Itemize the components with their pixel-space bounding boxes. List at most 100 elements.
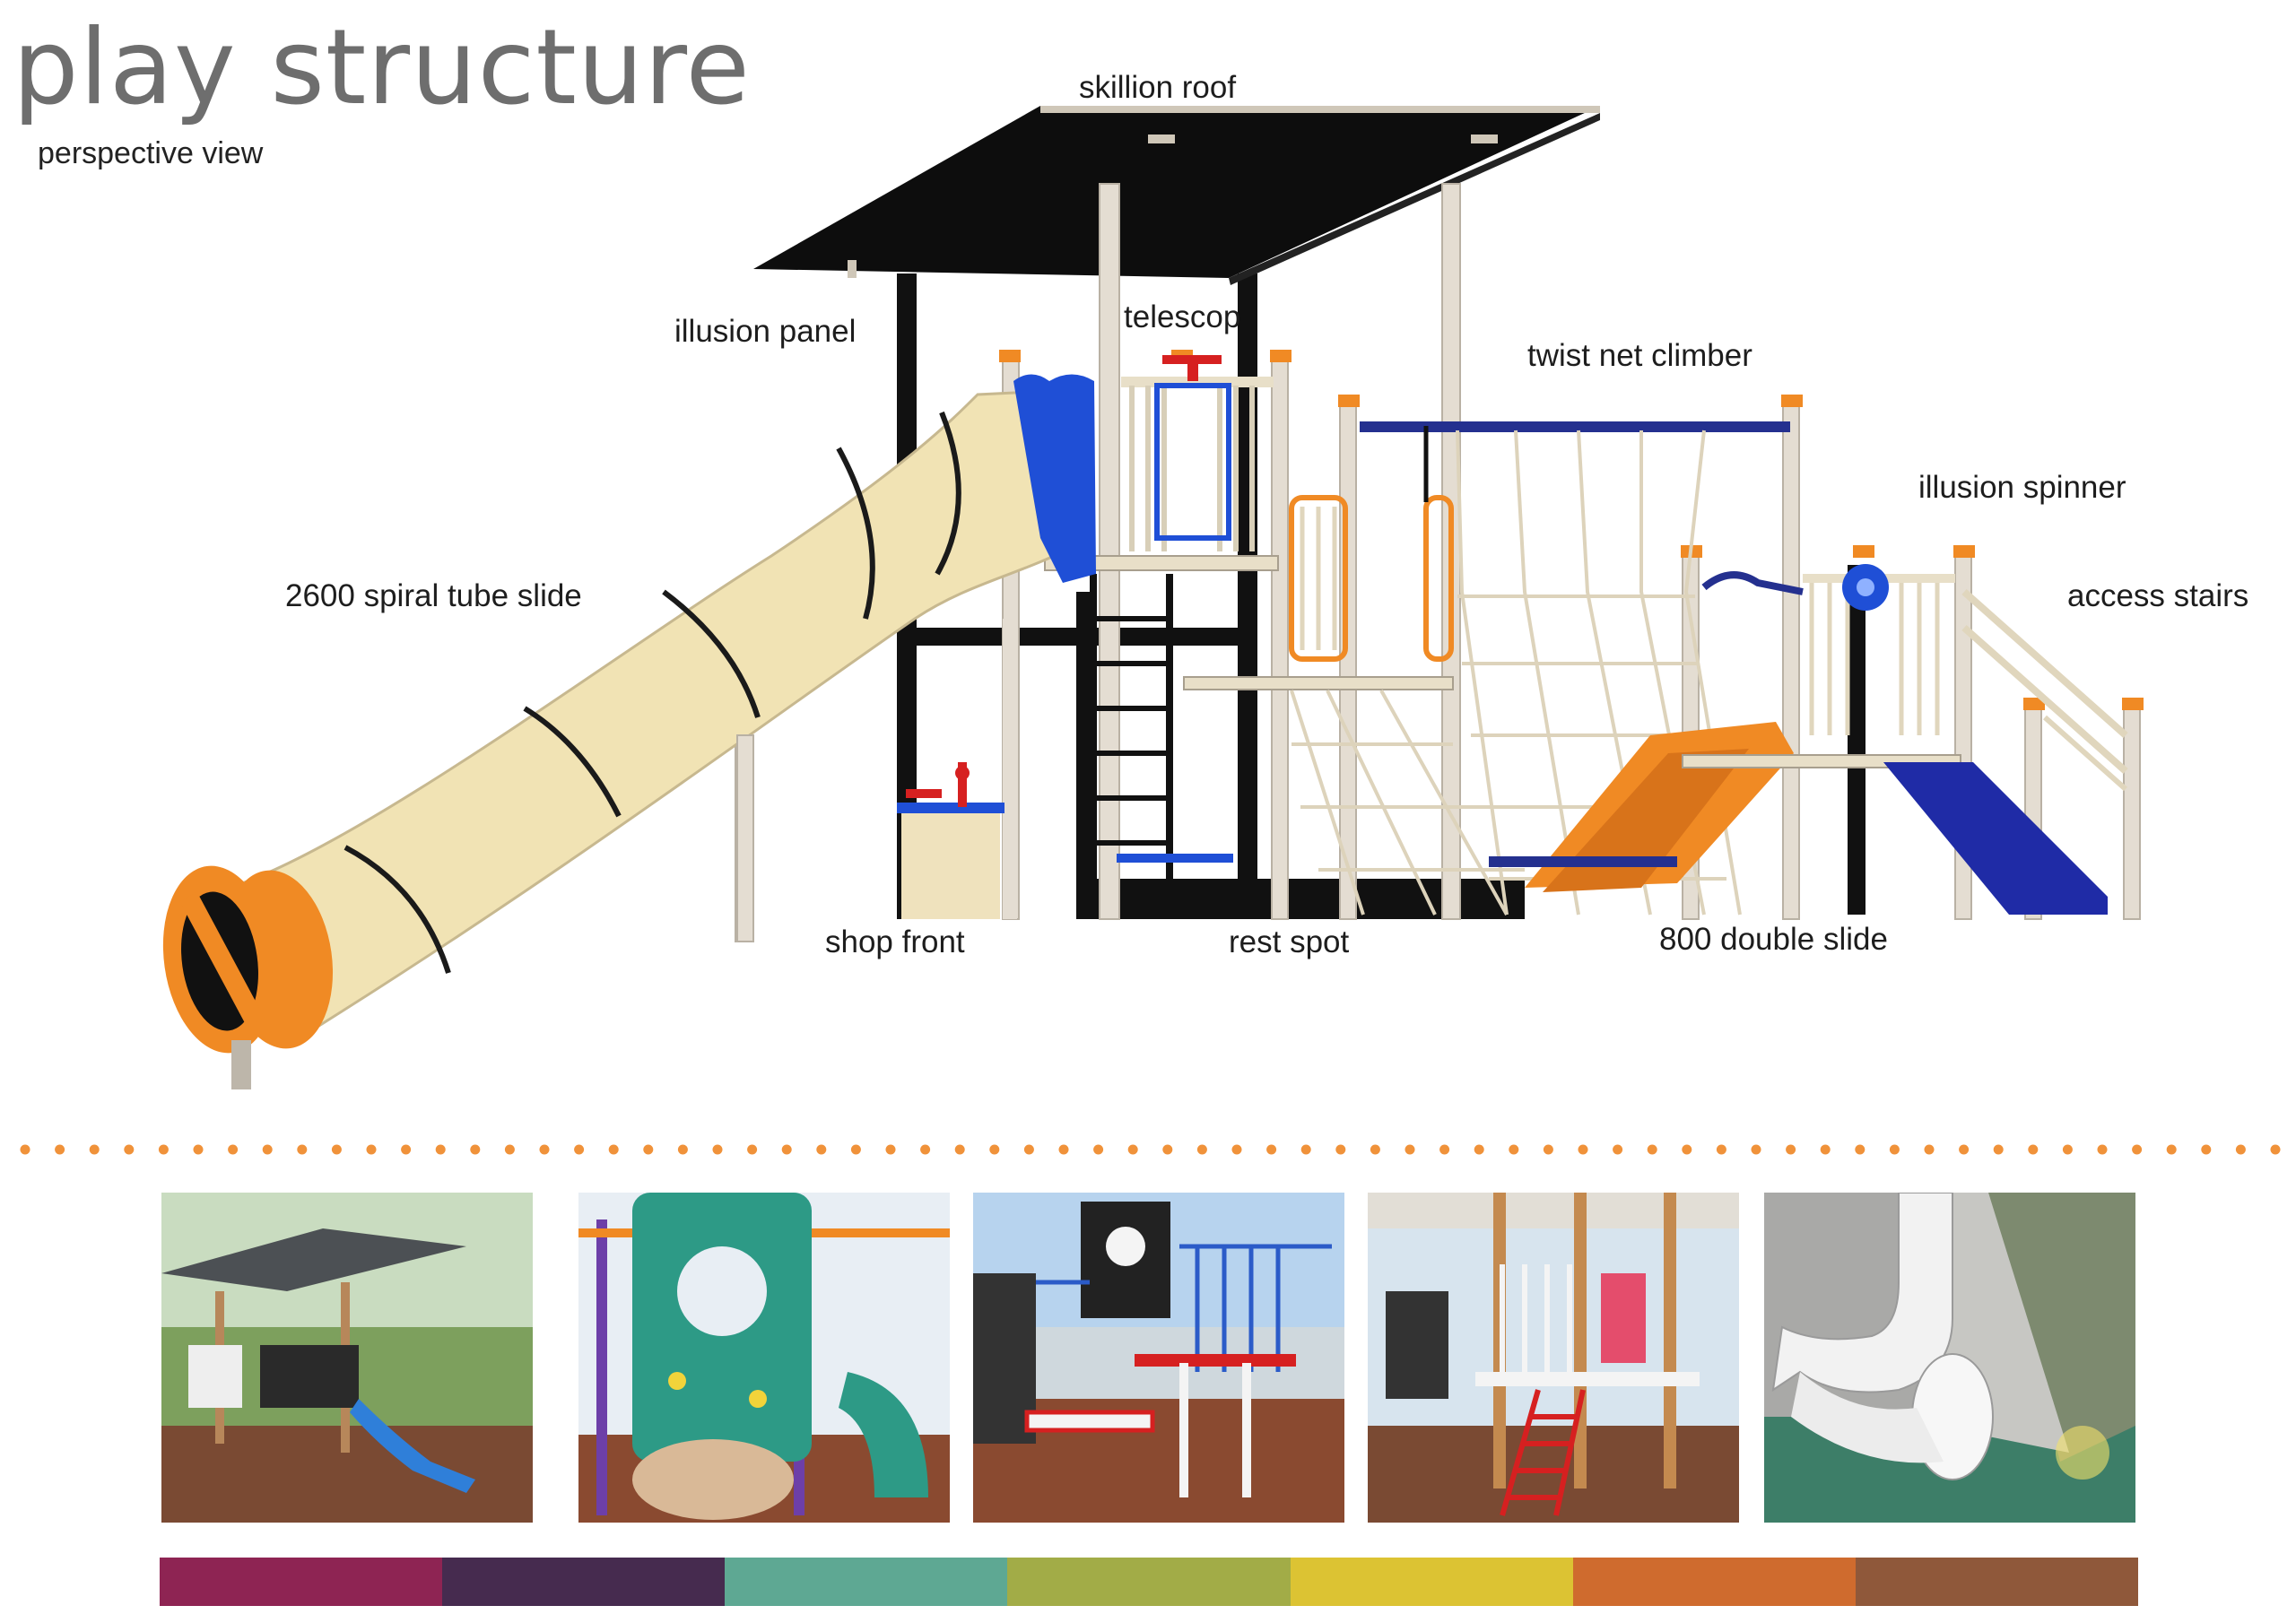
photo-green-panel xyxy=(578,1193,950,1523)
divider-dot xyxy=(435,1144,446,1155)
upper-deck-right xyxy=(1701,564,1955,735)
palette-swatch xyxy=(1855,1558,2138,1606)
divider-dot xyxy=(1370,1144,1380,1155)
divider-dot xyxy=(1509,1144,1519,1155)
divider-dot xyxy=(850,1144,861,1155)
divider-dot xyxy=(781,1144,792,1155)
divider-dot xyxy=(1162,1144,1173,1155)
divider-dot xyxy=(1300,1144,1311,1155)
divider-dot xyxy=(2097,1144,2108,1155)
palette-swatch xyxy=(442,1558,726,1606)
divider-dot xyxy=(193,1144,204,1155)
divider-dot xyxy=(1820,1144,1831,1155)
divider-dot xyxy=(2166,1144,2177,1155)
divider-dot xyxy=(954,1144,965,1155)
divider-dot xyxy=(158,1144,169,1155)
divider-dot xyxy=(1924,1144,1935,1155)
label-telescope: telescop xyxy=(1124,299,1241,334)
page-title: play structure xyxy=(13,7,751,128)
divider-dot xyxy=(89,1144,100,1155)
divider-dot xyxy=(1647,1144,1657,1155)
label-illusion-spinner: illusion spinner xyxy=(1918,470,2126,505)
divider-dot xyxy=(1889,1144,1900,1155)
divider-dot xyxy=(55,1144,65,1155)
divider-dot xyxy=(262,1144,273,1155)
skillion-roof xyxy=(753,106,1600,285)
divider-dot xyxy=(574,1144,585,1155)
divider-dot xyxy=(1335,1144,1346,1155)
divider-dot xyxy=(816,1144,827,1155)
shop-front xyxy=(897,762,1004,919)
divider-dot xyxy=(1751,1144,1761,1155)
divider-dot xyxy=(1613,1144,1623,1155)
label-access-stairs: access stairs xyxy=(2067,578,2249,613)
twist-net-climber xyxy=(1290,421,1790,916)
divider-dot xyxy=(1682,1144,1692,1155)
divider-dot xyxy=(1439,1144,1450,1155)
divider-dot xyxy=(608,1144,619,1155)
divider-dot xyxy=(989,1144,1000,1155)
divider-dot xyxy=(1127,1144,1138,1155)
divider-dot xyxy=(2235,1144,2246,1155)
palette-swatch xyxy=(160,1558,443,1606)
divider-dot xyxy=(470,1144,481,1155)
divider-dot xyxy=(1231,1144,1242,1155)
divider-dot xyxy=(885,1144,896,1155)
photo-timber-structure xyxy=(161,1193,533,1523)
divider-dot xyxy=(539,1144,550,1155)
divider-dot xyxy=(124,1144,135,1155)
spiral-tube-slide xyxy=(162,374,1096,1089)
divider-dot xyxy=(2028,1144,2039,1155)
color-palette xyxy=(160,1558,2138,1606)
label-spiral-tube-slide: 2600 spiral tube slide xyxy=(285,578,582,613)
divider-dot xyxy=(297,1144,308,1155)
page-subtitle: perspective view xyxy=(38,136,264,170)
divider-dot xyxy=(747,1144,758,1155)
divider-dot xyxy=(1266,1144,1277,1155)
divider-dot xyxy=(1786,1144,1796,1155)
divider-dot xyxy=(677,1144,688,1155)
label-illusion-panel: illusion panel xyxy=(674,314,857,349)
access-stairs xyxy=(1883,589,2128,915)
palette-swatch xyxy=(725,1558,1008,1606)
label-skillion-roof: skillion roof xyxy=(1079,70,1237,105)
label-shop-front: shop front xyxy=(825,924,965,959)
palette-swatch xyxy=(1007,1558,1291,1606)
photo-astronaut-panel xyxy=(973,1193,1344,1523)
divider-dot xyxy=(1578,1144,1588,1155)
divider-dot xyxy=(1058,1144,1069,1155)
divider-dot xyxy=(712,1144,723,1155)
divider-dot xyxy=(2201,1144,2212,1155)
divider-dot xyxy=(1993,1144,2004,1155)
divider-dot xyxy=(643,1144,654,1155)
divider-dot xyxy=(228,1144,239,1155)
divider-dot xyxy=(1405,1144,1415,1155)
divider-dot xyxy=(1543,1144,1553,1155)
divider-dot xyxy=(331,1144,342,1155)
divider-dot xyxy=(1196,1144,1207,1155)
palette-swatch xyxy=(1290,1558,1573,1606)
label-rest-spot: rest spot xyxy=(1229,924,1350,959)
divider-dot xyxy=(401,1144,412,1155)
photo-timber-ladder xyxy=(1368,1193,1739,1523)
divider-dot xyxy=(504,1144,515,1155)
divider-dot xyxy=(920,1144,931,1155)
divider-dot xyxy=(1093,1144,1104,1155)
divider-dot xyxy=(2062,1144,2073,1155)
dotted-divider xyxy=(20,1144,2281,1155)
label-double-slide: 800 double slide xyxy=(1659,922,1888,957)
divider-dot xyxy=(366,1144,377,1155)
divider-dot xyxy=(1716,1144,1726,1155)
tower-railings xyxy=(1044,355,1454,915)
divider-dot xyxy=(1474,1144,1484,1155)
divider-dot xyxy=(2270,1144,2281,1155)
label-twist-net-climber: twist net climber xyxy=(1527,338,1752,373)
photo-tube-slide xyxy=(1764,1193,2135,1523)
play-structure-illustration xyxy=(162,106,2144,1089)
divider-dot xyxy=(1959,1144,1970,1155)
divider-dot xyxy=(20,1144,30,1155)
divider-dot xyxy=(2132,1144,2143,1155)
divider-dot xyxy=(1023,1144,1034,1155)
divider-dot xyxy=(1855,1144,1866,1155)
palette-swatch xyxy=(1572,1558,1856,1606)
